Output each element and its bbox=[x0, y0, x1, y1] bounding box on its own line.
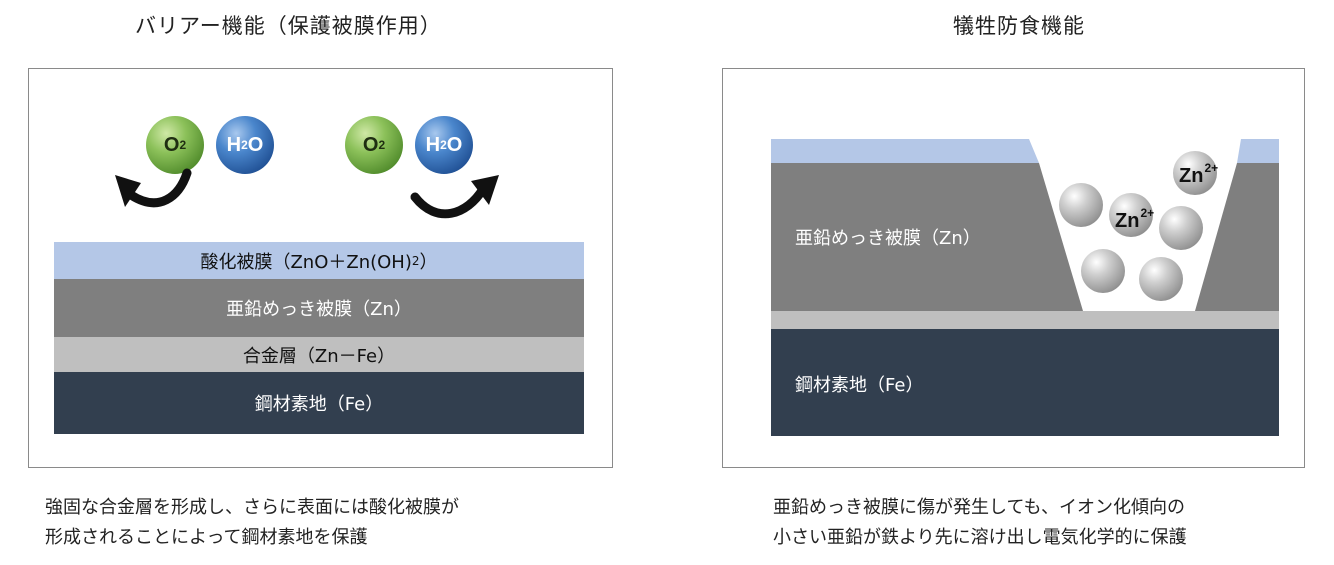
zinc-ion-particle bbox=[1109, 193, 1153, 237]
zinc-plating-label: 亜鉛めっき被膜（Zn） bbox=[226, 299, 412, 320]
scratched-coating-cross-section bbox=[771, 139, 1279, 436]
o2-subscript: 2 bbox=[179, 138, 187, 152]
sacrificial-caption-line-2: 小さい亜鉛が鉄より先に溶け出し電気化学的に保護 bbox=[773, 527, 1187, 548]
barrier-caption-line-2: 形成されることによって鋼材素地を保護 bbox=[45, 527, 368, 548]
h2o-label-tail: O bbox=[247, 133, 264, 156]
alloy-layer-label: 合金層（Zn－Fe） bbox=[242, 345, 396, 367]
zinc-particle bbox=[1159, 206, 1203, 250]
zinc-ion-symbol: Zn bbox=[1179, 165, 1204, 187]
oxide-label-tail: ） bbox=[419, 251, 438, 273]
zinc-plating-layer: 亜鉛めっき被膜（Zn） bbox=[54, 279, 584, 337]
sacrificial-caption: 亜鉛めっき被膜に傷が発生しても、イオン化傾向の 小さい亜鉛が鉄より先に溶け出し電… bbox=[773, 493, 1187, 553]
zinc-plating-label-right: 亜鉛めっき被膜（Zn） bbox=[795, 228, 981, 249]
h2o-label-tail: O bbox=[446, 133, 463, 156]
oxide-subscript: 2 bbox=[411, 253, 420, 268]
zinc-ion-charge: 2+ bbox=[1140, 206, 1155, 220]
alloy-layer: 合金層（Zn－Fe） bbox=[54, 337, 584, 372]
oxide-film-label: 酸化被膜（ZnO＋Zn(OH) bbox=[200, 251, 412, 273]
steel-substrate-label-right: 鋼材素地（Fe） bbox=[795, 375, 924, 396]
h2o-subscript: 2 bbox=[440, 138, 447, 152]
h2o-label: H bbox=[425, 133, 441, 156]
deflect-arrow-right-icon bbox=[410, 175, 499, 219]
zinc-plating-layer-right: 亜鉛めっき被膜（Zn） bbox=[795, 217, 981, 257]
barrier-caption-line-1: 強固な合金層を形成し、さらに表面には酸化被膜が bbox=[45, 497, 459, 518]
o2-subscript: 2 bbox=[378, 138, 386, 152]
sacrificial-protection-title: 犠牲防食機能 bbox=[953, 14, 1085, 38]
deflect-arrow-left-icon bbox=[115, 168, 192, 208]
oxide-film-layer: 酸化被膜（ZnO＋Zn(OH)2） bbox=[54, 242, 584, 279]
steel-substrate-layer: 鋼材素地（Fe） bbox=[54, 372, 584, 434]
o2-label: O bbox=[362, 133, 379, 156]
zinc-ion-label: Zn2+ bbox=[1115, 206, 1154, 233]
barrier-caption: 強固な合金層を形成し、さらに表面には酸化被膜が 形成されることによって鋼材素地を… bbox=[45, 493, 459, 553]
sacrificial-caption-line-1: 亜鉛めっき被膜に傷が発生しても、イオン化傾向の bbox=[773, 497, 1186, 518]
steel-substrate-layer-right: 鋼材素地（Fe） bbox=[795, 364, 923, 404]
steel-substrate-label: 鋼材素地（Fe） bbox=[254, 394, 384, 415]
zinc-ion-symbol: Zn bbox=[1115, 210, 1140, 232]
o2-label: O bbox=[163, 133, 180, 156]
h2o-label: H bbox=[226, 133, 242, 156]
zinc-particle bbox=[1139, 257, 1183, 301]
sacrificial-protection-panel: 亜鉛めっき被膜（Zn） 鋼材素地（Fe） Zn2+ Zn2+ bbox=[722, 68, 1305, 468]
zinc-particle bbox=[1059, 183, 1103, 227]
zinc-particle bbox=[1081, 249, 1125, 293]
zinc-ion-particle bbox=[1173, 151, 1217, 195]
h2o-subscript: 2 bbox=[241, 138, 248, 152]
barrier-function-title: バリアー機能（保護被膜作用） bbox=[135, 14, 442, 38]
zinc-ion-label: Zn2+ bbox=[1179, 161, 1218, 188]
zinc-ion-charge: 2+ bbox=[1204, 161, 1219, 175]
